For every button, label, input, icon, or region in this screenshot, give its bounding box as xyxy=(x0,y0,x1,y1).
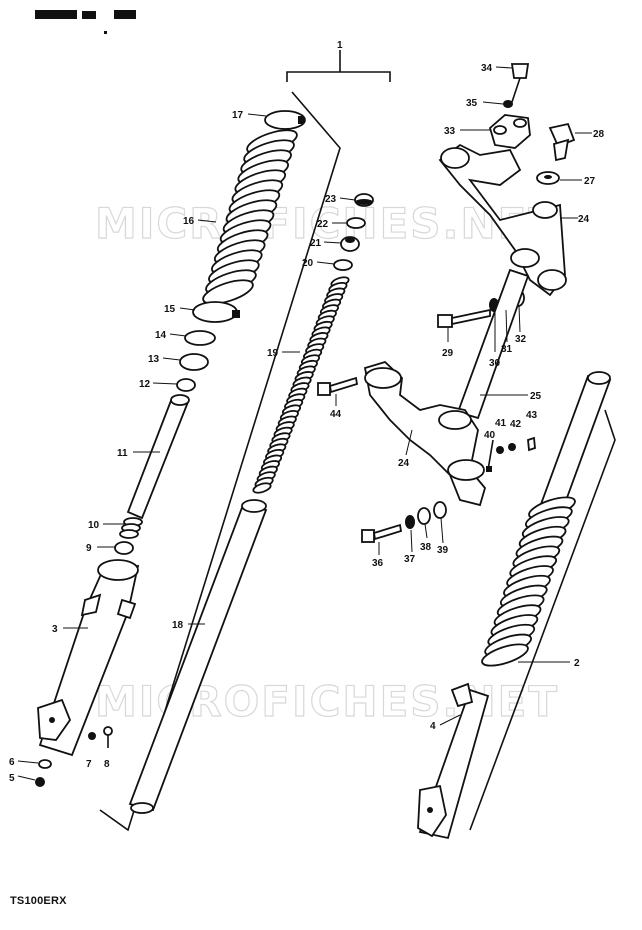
callout-35: 35 xyxy=(466,98,478,109)
callout-41: 41 xyxy=(495,418,507,429)
callout-20: 20 xyxy=(302,258,314,269)
boot16-coil xyxy=(202,279,254,305)
cap-bolt-21 xyxy=(340,236,360,252)
boot-clamp-15 xyxy=(192,301,240,323)
seal-14 xyxy=(184,330,216,346)
bootR-coil xyxy=(481,643,529,667)
bolt-8 xyxy=(103,726,113,748)
callout-16: 16 xyxy=(183,216,195,227)
washer-38 xyxy=(417,507,431,525)
fork-boot-right xyxy=(481,496,576,667)
fork-outline-left xyxy=(99,91,341,832)
callout-40: 40 xyxy=(484,430,496,441)
washer-27-hole xyxy=(544,175,552,179)
washer-35 xyxy=(503,100,513,108)
bolt-34 xyxy=(510,63,530,103)
model-code: TS100ERX xyxy=(10,895,67,907)
callout-3: 3 xyxy=(52,624,58,635)
washer-42 xyxy=(508,443,516,451)
fork-boot-16 xyxy=(202,129,298,305)
callout-39: 39 xyxy=(437,545,449,556)
callout-7: 7 xyxy=(86,759,92,770)
callout-14: 14 xyxy=(155,330,167,341)
lower-bracket-24 xyxy=(363,360,486,507)
washer-7 xyxy=(88,732,96,740)
callout-30: 30 xyxy=(489,358,501,369)
drain-bolt-5 xyxy=(35,777,45,787)
callout-33: 33 xyxy=(444,126,456,137)
oil-seal-13 xyxy=(179,353,209,371)
callout-29: 29 xyxy=(442,348,454,359)
washer-20 xyxy=(333,259,353,271)
outer-tube-4 xyxy=(417,682,490,840)
callout-2: 2 xyxy=(574,658,580,669)
bolt-29 xyxy=(437,308,491,328)
boot-clamp-17 xyxy=(264,110,306,130)
callout-18: 18 xyxy=(172,620,184,631)
rebound-spring-10 xyxy=(119,517,143,539)
callout-13: 13 xyxy=(148,354,160,365)
inner-tube-18 xyxy=(128,499,268,814)
callout-38: 38 xyxy=(420,542,432,553)
callout-37: 37 xyxy=(404,554,416,565)
washer-37 xyxy=(405,515,415,529)
callout-36: 36 xyxy=(372,558,384,569)
callout-9: 9 xyxy=(86,543,92,554)
oring-22 xyxy=(346,217,366,229)
bolt-40 xyxy=(486,439,494,472)
callout-8: 8 xyxy=(104,759,110,770)
steering-stem-25 xyxy=(456,268,530,420)
fork-outline-right xyxy=(469,409,616,831)
washer-41 xyxy=(496,446,504,454)
callout-24-upper: 24 xyxy=(578,214,590,225)
watermark-top: MICROFICHES.NET xyxy=(95,199,559,248)
handlebar-clamp-33 xyxy=(488,114,531,149)
callout-31: 31 xyxy=(501,344,513,355)
screw-43 xyxy=(527,436,536,452)
callout-4: 4 xyxy=(430,721,436,732)
scan-artifact xyxy=(35,10,136,34)
bolt-28 xyxy=(548,122,576,162)
outer-tube-3 xyxy=(37,559,140,757)
callout-22: 22 xyxy=(317,219,329,230)
callout-34: 34 xyxy=(481,63,493,74)
callout-5: 5 xyxy=(9,773,15,784)
callout-15: 15 xyxy=(164,304,176,315)
bolt-44 xyxy=(317,376,359,396)
callout-25: 25 xyxy=(530,391,542,402)
damper-rod-11 xyxy=(126,394,190,520)
nut-39 xyxy=(433,501,447,519)
leader-lines xyxy=(17,66,592,781)
callout-19: 19 xyxy=(267,348,279,359)
bolt-36 xyxy=(361,523,403,543)
callout-12: 12 xyxy=(139,379,151,390)
callout-28: 28 xyxy=(593,129,605,140)
callout-17: 17 xyxy=(232,110,244,121)
callout-6: 6 xyxy=(9,757,15,768)
callout-23: 23 xyxy=(325,194,337,205)
callout-27: 27 xyxy=(584,176,596,187)
callout-43: 43 xyxy=(526,410,538,421)
callout-32: 32 xyxy=(515,334,527,345)
upper-bracket-26 xyxy=(438,143,567,297)
piece-9 xyxy=(114,541,134,555)
callout-10: 10 xyxy=(88,520,100,531)
callout-44: 44 xyxy=(330,409,342,420)
callout-21: 21 xyxy=(310,238,322,249)
fork-spring-19 xyxy=(252,276,350,494)
cap-23 xyxy=(354,193,374,207)
callout-24-lower: 24 xyxy=(398,458,410,469)
callout-1: 1 xyxy=(337,40,343,51)
ring-12 xyxy=(176,378,196,392)
assembly-bracket xyxy=(286,50,391,82)
spring19-coil xyxy=(252,482,272,494)
washer-6 xyxy=(38,759,52,769)
callout-42: 42 xyxy=(510,419,522,430)
callout-11: 11 xyxy=(117,448,128,459)
